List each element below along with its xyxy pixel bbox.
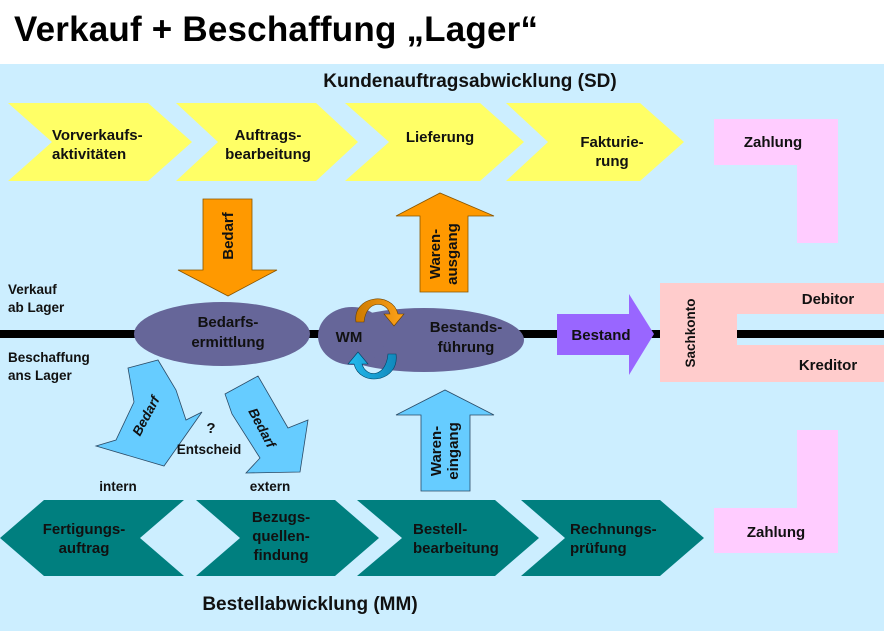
svg-text:Vorverkaufs-aktivitäten: Vorverkaufs-aktivitäten xyxy=(52,127,143,163)
demand-internal-arrow: Bedarf xyxy=(94,359,203,467)
step-label: Bestell- xyxy=(413,521,467,538)
sd-step-presales[interactable]: Vorverkaufs-aktivitäten xyxy=(8,103,192,181)
decision-question: ? xyxy=(206,420,215,437)
accounts-block: Sachkonto Debitor Kreditor xyxy=(660,283,884,382)
stock-label: Bestand xyxy=(571,327,630,344)
svg-text:Bestell-bearbeitung: Bestell-bearbeitung xyxy=(413,521,499,557)
sd-step-delivery[interactable]: Lieferung xyxy=(345,103,524,181)
node-label: Bedarfs- xyxy=(198,314,259,331)
gl-account-label: Sachkonto xyxy=(683,298,698,367)
step-label: Rechnungs- xyxy=(570,521,657,538)
decision-label: Entscheid xyxy=(177,442,242,457)
step-label: Fakturie- xyxy=(580,134,643,151)
cycle-arrow-orange-icon xyxy=(355,298,405,327)
step-label: Bezugs- xyxy=(252,509,310,526)
sd-payment[interactable]: Zahlung xyxy=(714,119,838,243)
step-label: prüfung xyxy=(570,540,627,557)
sd-process-chain: Vorverkaufs-aktivitäten Auftrags-bearbei… xyxy=(8,103,684,181)
payment-label: Zahlung xyxy=(747,524,805,541)
step-label: Fertigungs- xyxy=(43,521,126,538)
wm-label: WM xyxy=(336,329,363,346)
payment-label: Zahlung xyxy=(744,134,802,151)
step-label: Vorverkaufs- xyxy=(52,127,143,144)
cycle-arrow-blue-icon xyxy=(347,351,397,380)
mm-payment[interactable]: Zahlung xyxy=(714,430,838,553)
mm-header: Bestellabwicklung (MM) xyxy=(202,594,417,615)
stock-arrow[interactable]: Bestand xyxy=(557,294,654,375)
mm-process-chain: Fertigungs-auftrag Bezugs-quellen-findun… xyxy=(0,500,704,576)
sd-step-billing[interactable]: Fakturie-rung xyxy=(506,103,684,181)
svg-text:Waren-eingang: Waren-eingang xyxy=(428,422,462,480)
step-label: Auftrags- xyxy=(235,127,302,144)
step-label: bearbeitung xyxy=(413,540,499,557)
step-label: auftrag xyxy=(59,540,110,557)
mm-step-production-order[interactable]: Fertigungs-auftrag xyxy=(0,500,184,576)
mm-step-source-determination[interactable]: Bezugs-quellen-findung xyxy=(196,500,379,576)
sd-step-order-processing[interactable]: Auftrags-bearbeitung xyxy=(176,103,358,181)
svg-text:Bestands-führung: Bestands-führung xyxy=(430,319,503,356)
page-title: Verkauf + Beschaffung „Lager“ xyxy=(14,10,539,49)
goods-receipt-arrow-up: Waren-eingang xyxy=(395,389,495,492)
svg-text:Rechnungs-prüfung: Rechnungs-prüfung xyxy=(570,521,657,557)
svg-text:Fakturie-rung: Fakturie-rung xyxy=(580,134,643,170)
node-label: ermittlung xyxy=(191,334,264,351)
svg-text:Bezugs-quellen-findung: Bezugs-quellen-findung xyxy=(252,509,310,564)
svg-text:Fertigungs-auftrag: Fertigungs-auftrag xyxy=(43,521,126,557)
mm-step-purchase-order-processing[interactable]: Bestell-bearbeitung xyxy=(357,500,539,576)
step-label: findung xyxy=(254,547,309,564)
requirement-determination[interactable]: Bedarfs-ermittlung xyxy=(134,302,310,366)
mm-step-invoice-verification[interactable]: Rechnungs-prüfung xyxy=(521,500,704,576)
inventory-management[interactable]: Bestands-führung xyxy=(318,307,524,372)
demand-external-arrow: Bedarf xyxy=(224,375,309,474)
external-label: extern xyxy=(250,479,291,494)
step-label: rung xyxy=(595,153,628,170)
svg-text:Bedarfs-ermittlung: Bedarfs-ermittlung xyxy=(191,314,264,351)
node-label: führung xyxy=(438,339,495,356)
step-label: Lieferung xyxy=(406,129,474,146)
goods-issue-arrow-up: Waren-ausgang xyxy=(395,192,495,293)
sd-header: Kundenauftragsabwicklung (SD) xyxy=(323,71,616,92)
creditor-label: Kreditor xyxy=(799,357,858,374)
svg-text:Auftrags-bearbeitung: Auftrags-bearbeitung xyxy=(225,127,311,163)
node-label: Bestands- xyxy=(430,319,503,336)
step-label: aktivitäten xyxy=(52,146,126,163)
internal-label: intern xyxy=(99,479,137,494)
demand-arrow-down: Bedarf xyxy=(177,198,278,297)
step-label: bearbeitung xyxy=(225,146,311,163)
svg-text:Bedarf: Bedarf xyxy=(220,211,237,260)
debtor-label: Debitor xyxy=(802,291,855,308)
svg-text:Waren-ausgang: Waren-ausgang xyxy=(427,223,461,285)
step-label: quellen- xyxy=(252,528,310,545)
